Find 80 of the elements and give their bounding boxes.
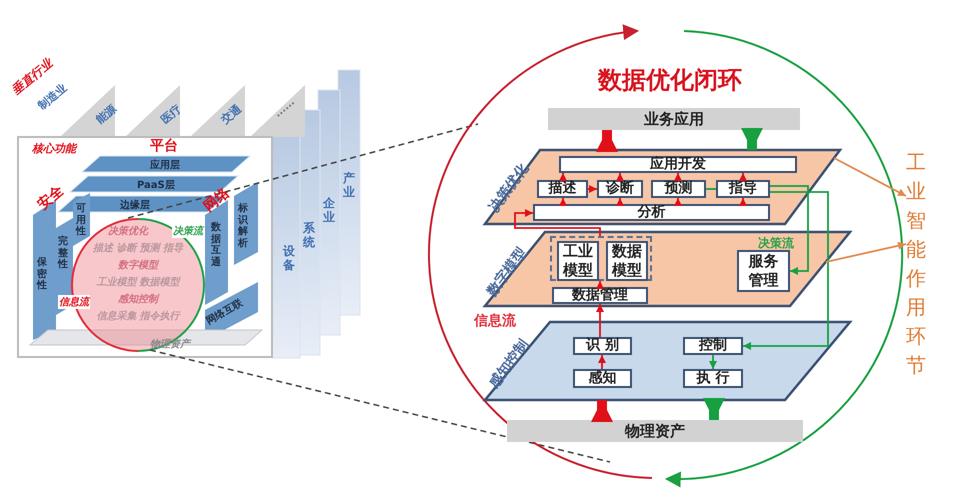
connector-line bbox=[706, 188, 716, 190]
arrow bbox=[514, 209, 601, 236]
layer-label: 决策优化 bbox=[485, 160, 533, 216]
text-label: 制造业 bbox=[36, 81, 70, 114]
text-label: 信息采集 指令执行 bbox=[96, 310, 180, 323]
arrow bbox=[588, 185, 597, 193]
process-box: 描述 bbox=[537, 180, 588, 198]
process-box: 服务管理 bbox=[737, 250, 790, 292]
text-label: 描述 诊断 预测 指导 bbox=[92, 242, 184, 255]
text-label: 数据互通 bbox=[211, 222, 221, 268]
block-arrow bbox=[596, 130, 618, 152]
text-label: 物理资产 bbox=[150, 337, 190, 351]
text-label: 信息流 bbox=[474, 312, 516, 330]
text-label: 系统 bbox=[303, 222, 315, 250]
block-arrow bbox=[591, 400, 613, 422]
layer-plane bbox=[485, 150, 840, 224]
text-label: 安全 bbox=[34, 182, 68, 214]
process-box: 指导 bbox=[716, 180, 770, 198]
arrow bbox=[559, 198, 567, 206]
process-box: 数据管理 bbox=[552, 287, 648, 304]
process-box: 数据模型 bbox=[606, 241, 648, 281]
text-label: 信息流 bbox=[58, 295, 90, 309]
text-label: PaaS层 bbox=[137, 179, 175, 192]
arrow bbox=[739, 173, 747, 181]
process-box: 诊断 bbox=[597, 180, 643, 198]
arrow bbox=[598, 355, 606, 369]
arrow bbox=[674, 173, 682, 181]
text-label: 应用层 bbox=[150, 158, 180, 172]
text-label: 决策优化 bbox=[108, 224, 148, 238]
layer-plane bbox=[485, 232, 850, 306]
layer-label: 数字模型 bbox=[483, 244, 531, 300]
text-label: 决策流 bbox=[758, 235, 794, 252]
dashed-group bbox=[550, 236, 652, 281]
text-label: 数字模型 bbox=[118, 258, 158, 272]
process-box: 应用开发 bbox=[559, 156, 797, 173]
process-box: 控制 bbox=[683, 337, 743, 355]
text-label: 网络 bbox=[200, 184, 234, 216]
arrow bbox=[825, 242, 906, 263]
layer-label: 感知控制 bbox=[485, 336, 533, 392]
text-label: 保密性 bbox=[37, 257, 47, 292]
block-arrow bbox=[703, 398, 725, 420]
arrow bbox=[559, 173, 567, 181]
arrow bbox=[674, 198, 682, 206]
process-box: 执 行 bbox=[683, 369, 743, 388]
text-label: 网络互联 bbox=[204, 296, 246, 328]
text-label: 平台 bbox=[150, 137, 178, 155]
arrow bbox=[616, 198, 624, 206]
text-label: 决策流 bbox=[172, 224, 204, 238]
arrow bbox=[709, 355, 717, 369]
process-box: 感知 bbox=[573, 369, 632, 388]
arrow bbox=[596, 281, 604, 289]
arrow bbox=[739, 198, 747, 206]
process-box: 工业模型 bbox=[557, 241, 599, 281]
text-label: 标识解析 bbox=[238, 203, 248, 249]
text-label: 边缘层 bbox=[120, 198, 150, 212]
text-label: 工业模型 数据模型 bbox=[96, 276, 180, 289]
text-label: ...... bbox=[272, 96, 297, 120]
process-box: 预测 bbox=[651, 180, 706, 198]
text-label: 企业 bbox=[323, 197, 335, 225]
text-label: 产业 bbox=[343, 172, 355, 200]
arrow bbox=[616, 173, 624, 181]
vertical-heading: 工业智能作用环节 bbox=[906, 148, 926, 388]
text-label: 交通 bbox=[218, 102, 245, 128]
layer-bar: 业务应用 bbox=[548, 108, 800, 130]
arrow bbox=[596, 304, 604, 337]
text-label: 医疗 bbox=[158, 102, 185, 128]
arrow bbox=[743, 191, 829, 350]
text-label: 感知控制 bbox=[118, 292, 158, 306]
arrow bbox=[770, 185, 809, 275]
diagram-title: 数据优化闭环 bbox=[596, 65, 743, 96]
text-label: 完整性 bbox=[58, 236, 68, 270]
text-label: 可用性 bbox=[76, 203, 86, 238]
layer-bar: 物理资产 bbox=[507, 420, 803, 442]
block-arrow bbox=[741, 128, 763, 150]
text-label: 能源 bbox=[93, 102, 120, 128]
text-label: 设备 bbox=[283, 245, 295, 273]
process-box: 分析 bbox=[533, 204, 770, 221]
arrow bbox=[834, 157, 906, 197]
text-label: 核心功能 bbox=[32, 141, 76, 156]
process-box: 识 别 bbox=[573, 337, 632, 355]
